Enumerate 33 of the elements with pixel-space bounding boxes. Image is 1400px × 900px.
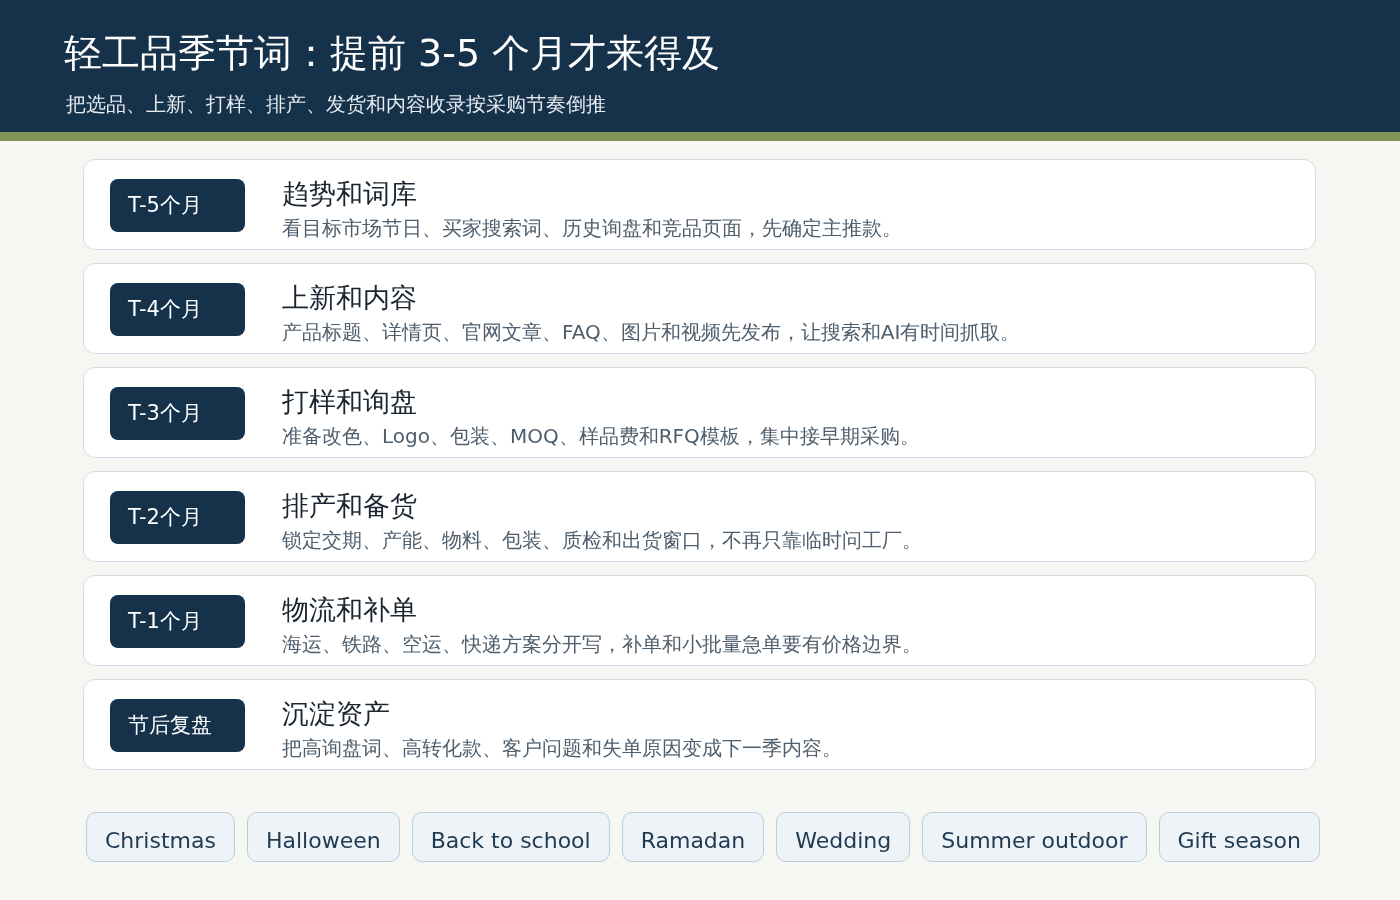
timeline-badge: T-1个月 — [110, 595, 245, 648]
page-subtitle: 把选品、上新、打样、排产、发货和内容收录按采购节奏倒推 — [66, 91, 606, 118]
stage-card — [83, 159, 1316, 250]
timeline-badge: T-5个月 — [110, 179, 245, 232]
stage-heading: 物流和补单 — [282, 593, 417, 627]
stage-card — [83, 679, 1316, 770]
stage-description: 把高询盘词、高转化款、客户问题和失单原因变成下一季内容。 — [282, 735, 842, 761]
stage-card — [83, 367, 1316, 458]
stage-card — [83, 263, 1316, 354]
timeline-badge: T-2个月 — [110, 491, 245, 544]
season-tag: Ramadan — [621, 812, 765, 862]
timeline-badge: T-3个月 — [110, 387, 245, 440]
stage-description: 准备改色、Logo、包装、MOQ、样品费和RFQ模板，集中接早期采购。 — [282, 423, 920, 449]
timeline-badge: T-4个月 — [110, 283, 245, 336]
season-tag: Wedding — [776, 812, 911, 862]
season-tag: Christmas — [86, 812, 235, 862]
stage-heading: 趋势和词库 — [282, 177, 417, 211]
stage-description: 产品标题、详情页、官网文章、FAQ、图片和视频先发布，让搜索和AI有时间抓取。 — [282, 319, 1021, 345]
page-title: 轻工品季节词：提前 3-5 个月才来得及 — [64, 30, 721, 77]
season-tag: Gift season — [1158, 812, 1320, 862]
season-tag: Summer outdoor — [922, 812, 1147, 862]
season-tag: Halloween — [246, 812, 400, 862]
stage-description: 看目标市场节日、买家搜索词、历史询盘和竞品页面，先确定主推款。 — [282, 215, 902, 241]
timeline-badge: 节后复盘 — [110, 699, 245, 752]
season-tag: Back to school — [411, 812, 610, 862]
stage-heading: 排产和备货 — [282, 489, 417, 523]
stage-card — [83, 575, 1316, 666]
stage-heading: 打样和询盘 — [282, 385, 417, 419]
stage-card — [83, 471, 1316, 562]
stage-heading: 上新和内容 — [282, 281, 417, 315]
stage-description: 海运、铁路、空运、快递方案分开写，补单和小批量急单要有价格边界。 — [282, 631, 922, 657]
stage-heading: 沉淀资产 — [282, 697, 390, 731]
stage-description: 锁定交期、产能、物料、包装、质检和出货窗口，不再只靠临时问工厂。 — [282, 527, 922, 553]
